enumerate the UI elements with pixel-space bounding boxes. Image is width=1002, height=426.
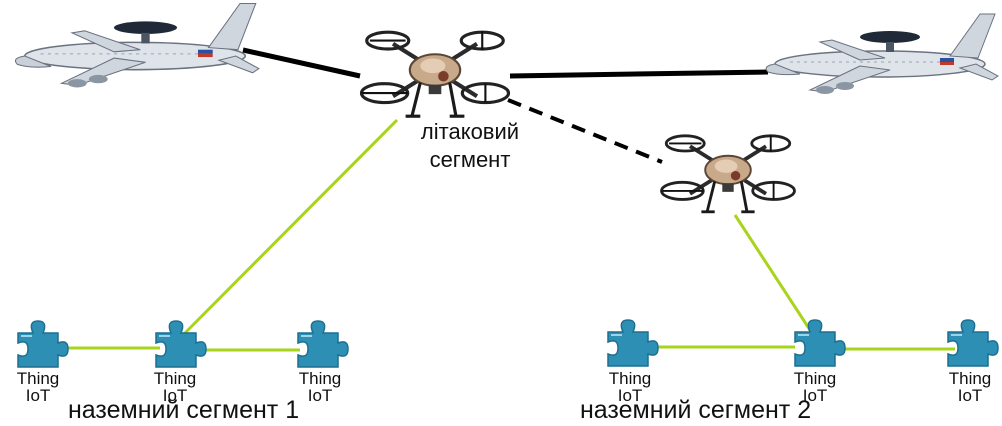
- thing-label-6: Thing IoT: [940, 370, 1000, 404]
- thing-label-line1: Thing: [298, 369, 342, 388]
- thing-label-1: Thing IoT: [8, 370, 68, 404]
- thing-label-line2: IoT: [307, 386, 333, 405]
- puzzle-piece-icon: [17, 320, 69, 368]
- thing-label-line2: IoT: [617, 386, 643, 405]
- link-drone-drone2-dashed: [507, 98, 663, 164]
- link-drone-plane2: [509, 69, 769, 79]
- thing-label-line2: IoT: [802, 386, 828, 405]
- thing-label-line2: IoT: [25, 386, 51, 405]
- thing-label-line1: Thing: [608, 369, 652, 388]
- puzzle-piece-icon: [607, 319, 659, 367]
- air-segment-label-line1: літаковий: [420, 119, 520, 144]
- thing-label-4: Thing IoT: [600, 370, 660, 404]
- link-plane1-drone: [242, 47, 361, 79]
- thing-label-line1: Thing: [948, 369, 992, 388]
- ground-segment-2-label: наземний сегмент 2: [580, 396, 812, 424]
- thing-label-line1: Thing: [153, 369, 197, 388]
- ground-segment-1-label: наземний сегмент 1: [68, 396, 300, 424]
- link-drone-ground1: [178, 118, 399, 340]
- thing-label-5: Thing IoT: [785, 370, 845, 404]
- puzzle-piece-icon: [794, 319, 846, 367]
- puzzle-piece-icon: [297, 320, 349, 368]
- aircraft-icon: [765, 13, 999, 95]
- air-segment-label: літаковий сегмент: [400, 118, 540, 174]
- thing-label-line2: IoT: [162, 386, 188, 405]
- puzzle-piece-icon: [155, 320, 207, 368]
- thing-label-2: Thing IoT: [145, 370, 205, 404]
- thing-label-3: Thing IoT: [290, 370, 350, 404]
- drone-icon: [362, 31, 509, 116]
- thing-label-line1: Thing: [793, 369, 837, 388]
- air-segment-label-line2: сегмент: [429, 147, 511, 172]
- thing-label-line2: IoT: [957, 386, 983, 405]
- aircraft-icon: [14, 2, 260, 89]
- drone-icon: [659, 132, 797, 214]
- thing-label-line1: Thing: [16, 369, 60, 388]
- puzzle-piece-icon: [947, 319, 999, 367]
- link-drone2-ground2: [733, 214, 812, 331]
